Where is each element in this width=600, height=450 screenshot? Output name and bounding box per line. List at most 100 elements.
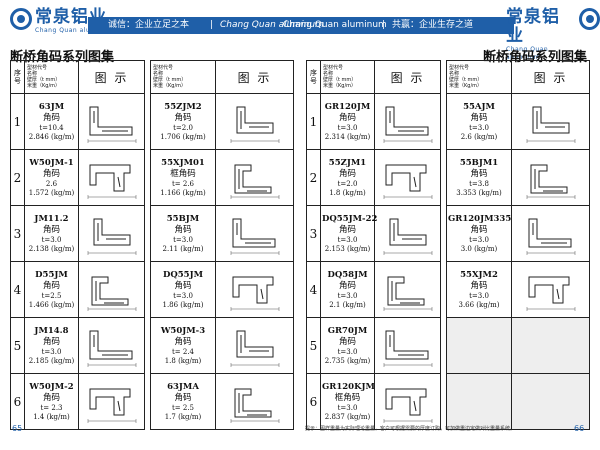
profile-drawing-icon [230, 276, 279, 311]
profile-thickness: t=3.0 [337, 291, 358, 300]
profile-drawing-icon [87, 388, 136, 423]
profile-code: GR70JM [327, 325, 368, 336]
profile-image [374, 261, 441, 318]
slogan-left: 诚信：企业立足之本 [108, 20, 190, 30]
brand-bar: 诚信：企业立足之本 | Chang Quan aluminum Chang Qu… [88, 17, 514, 34]
profile-name: 角码 [338, 280, 356, 291]
profile-drawing-icon [383, 106, 432, 143]
header-image: 图 示 [374, 60, 441, 94]
profile-thickness: t= 2.4 [171, 347, 195, 356]
profile-weight: 1.166 (kg/m) [160, 188, 206, 197]
profile-image [215, 373, 294, 430]
row-seq: 4 [10, 261, 25, 318]
profile-thickness: t=3.0 [173, 235, 193, 244]
profile-drawing-icon [383, 330, 432, 367]
profile-name: 角码 [42, 224, 60, 235]
profile-code: 55XJM01 [161, 157, 205, 168]
header-image: 图 示 [215, 60, 294, 94]
page-number-left: 65 [12, 424, 23, 433]
profile-thickness: t=2.0 [337, 179, 358, 188]
profile-drawing-icon [230, 218, 279, 255]
row-seq: 2 [306, 149, 321, 206]
profile-weight: 1.572 (kg/m) [28, 188, 75, 197]
profile-code: 63JMA [167, 381, 199, 392]
profile-name: 角码 [174, 336, 192, 347]
profile-weight: 1.466 (kg/m) [28, 300, 75, 309]
profile-thickness: t=3.0 [41, 235, 62, 244]
brand-english-right: Chang Quan aluminum [283, 20, 387, 30]
row-seq: 3 [306, 205, 321, 262]
profile-code: DQ58JM [327, 269, 368, 280]
profile-thickness: t= 2.6 [171, 179, 195, 188]
profile-weight: 2.185 (kg/m) [28, 356, 75, 365]
profile-code: 55BJM1 [459, 157, 499, 168]
slogan-separator-right: | [382, 20, 386, 30]
page-number-right: 66 [574, 424, 585, 433]
empty-cell [446, 317, 512, 374]
profile-image [215, 317, 294, 374]
profile-drawing-icon [526, 164, 575, 199]
profile-table-right: 序号 型材代号 名称 壁厚（t mm） 米重（Kg/m） 图 示 型材代号 名称… [306, 60, 590, 430]
profile-code: GR120JM [324, 101, 371, 112]
header-spec: 型材代号 名称 壁厚（t mm） 米重（Kg/m） [24, 60, 79, 94]
row-seq: 1 [306, 93, 321, 150]
profile-code: D55JM [35, 269, 68, 280]
profile-weight: 1.8 (kg/m) [164, 356, 202, 365]
profile-image [374, 373, 441, 430]
profile-image [78, 205, 145, 262]
header-seq: 序号 [306, 60, 321, 94]
profile-image [78, 149, 145, 206]
profile-code: W50JM-2 [29, 381, 74, 392]
profile-weight: 1.8 (kg/m) [329, 188, 366, 197]
profile-weight: 1.4 (kg/m) [33, 412, 70, 421]
profile-weight: 2.735 (kg/m) [324, 356, 371, 365]
profile-drawing-icon [230, 330, 279, 367]
profile-drawing-icon [230, 106, 279, 143]
profile-code: 55AJM [463, 101, 495, 112]
profile-code: 55ZJM2 [164, 101, 202, 112]
profile-drawing-icon [526, 106, 575, 143]
logo-mark-icon [10, 8, 32, 30]
row-seq: 3 [10, 205, 25, 262]
profile-weight: 3.353 (kg/m) [456, 188, 502, 197]
profile-code: JM14.8 [34, 325, 69, 336]
profile-name: 角码 [42, 336, 60, 347]
profile-thickness: t=3.0 [469, 235, 489, 244]
footnote: 提示：图样重量为实际理论重量，客户可根据需要的厚度订购，可加做重边定做对比重量系… [305, 426, 516, 432]
logo-right: 常泉铝业 Chang Quan aluminum [503, 8, 600, 62]
profile-name: 角码 [42, 280, 60, 291]
profile-drawing-icon [87, 164, 136, 199]
header-spec: 型材代号 名称 壁厚（t mm） 米重（Kg/m） [150, 60, 216, 94]
profile-thickness: t=3.0 [337, 403, 358, 412]
profile-name: 框角码 [334, 392, 361, 403]
logo-text-en: Chang Quan aluminum [506, 46, 549, 61]
profile-weight: 2.314 (kg/m) [324, 132, 371, 141]
profile-name: 角码 [338, 224, 356, 235]
profile-weight: 1.706 (kg/m) [160, 132, 206, 141]
profile-code: DQ55JM [162, 269, 204, 280]
row-seq: 4 [306, 261, 321, 318]
profile-code: W50JM-1 [29, 157, 74, 168]
header-seq: 序号 [10, 60, 25, 94]
profile-image [215, 149, 294, 206]
profile-name: 角码 [42, 392, 60, 403]
header-spec: 型材代号 名称 壁厚（t mm） 米重（Kg/m） [446, 60, 512, 94]
logo-text-en: Chang Quan aluminum [35, 27, 114, 34]
profile-drawing-icon [383, 276, 432, 311]
profile-name: 角码 [470, 224, 488, 235]
